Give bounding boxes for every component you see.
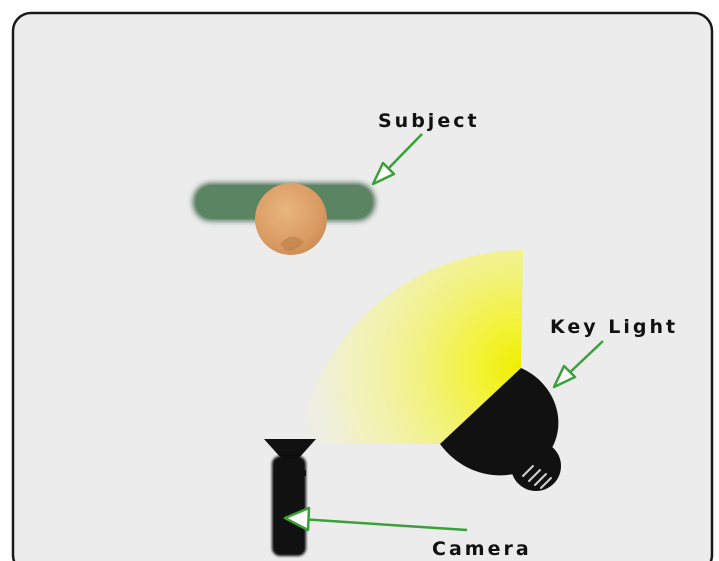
camera-label: Camera [432, 538, 532, 560]
subject-label: Subject [378, 110, 480, 132]
diagram-panel [13, 13, 712, 561]
key-light-label: Key Light [550, 316, 678, 338]
